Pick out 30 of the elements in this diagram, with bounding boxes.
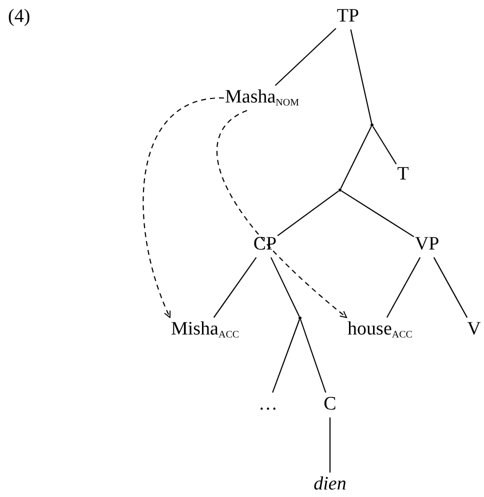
tree-node-label: … — [258, 392, 278, 418]
tree-node-label: house$_{ACC}$ — [346, 318, 414, 342]
branch-line — [386, 257, 421, 318]
branch-line — [329, 417, 331, 473]
branch-line — [433, 257, 468, 318]
tree-node-label: VP — [414, 232, 440, 258]
branch-line — [213, 257, 257, 318]
example-number: (4) — [8, 6, 30, 28]
tree-node-label: dien — [312, 472, 348, 497]
branch-line — [340, 126, 372, 189]
branch-point — [338, 188, 342, 192]
tree-node-label: Misha$_{ACC}$ — [170, 318, 240, 342]
branch-line — [372, 126, 397, 164]
branch-line — [274, 28, 336, 86]
tree-node-label: C — [322, 392, 338, 418]
branch-line — [272, 319, 300, 393]
tree-node-label: V — [466, 318, 482, 342]
tree-node-label: Masha$_{NOM}$ — [224, 86, 300, 110]
branch-point — [298, 316, 302, 320]
branch-line — [300, 319, 326, 393]
tree-node-label: TP — [336, 4, 360, 30]
movement-arrow — [216, 110, 348, 318]
branch-line — [270, 257, 300, 317]
branch-line — [277, 190, 339, 236]
branch-line — [341, 190, 414, 238]
tree-node-label: CP — [252, 232, 278, 258]
movement-arrow — [142, 97, 224, 318]
branch-line — [350, 29, 372, 124]
tree-node-label: T — [396, 162, 410, 188]
branch-point — [370, 124, 374, 126]
